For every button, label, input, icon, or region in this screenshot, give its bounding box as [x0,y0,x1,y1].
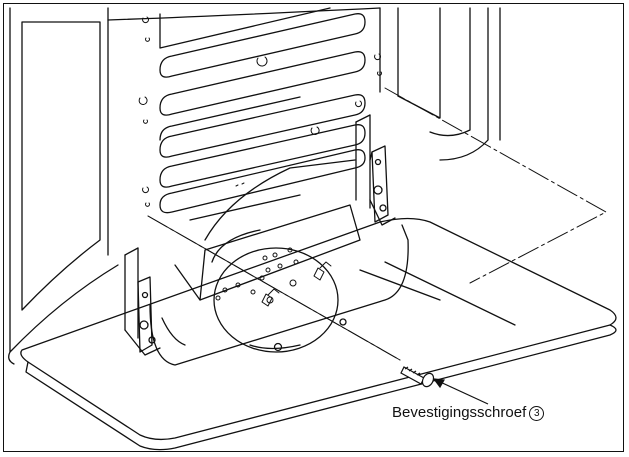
callout-number-badge: 3 [529,406,545,421]
leader-arrow [432,378,489,405]
plate-details [215,247,332,307]
illustration-frame [3,3,624,452]
right-bracket [355,114,396,226]
panel-holes [138,16,382,207]
vent-slots [159,7,366,221]
stand-neck [149,159,409,366]
alignment-lines [147,87,607,361]
screw-callout-label: Bevestigingsschroef [392,404,527,421]
stand-base [20,217,617,451]
screw-icon [400,366,435,388]
tv-back-panel [8,7,501,365]
left-bracket [124,247,161,356]
